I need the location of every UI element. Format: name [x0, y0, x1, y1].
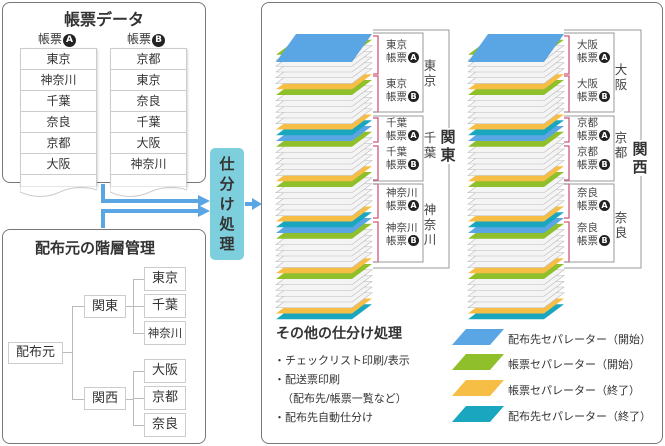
city-label-vertical: 神奈川 [423, 202, 437, 247]
hierarchy-title: 配布元の階層管理 [35, 239, 156, 257]
city-label-vertical: 千葉 [423, 130, 437, 160]
badge-b-icon: B [408, 91, 419, 102]
tree-node-city: 東京 [144, 267, 186, 291]
form-b-document: 京都 東京 奈良 千葉 大阪 神奈川 [110, 48, 187, 197]
form-a-row: 神奈川 [21, 69, 96, 90]
city-label-vertical: 大阪 [614, 62, 628, 92]
other-processing-item: （配布先/帳票一覧など） [282, 392, 407, 405]
badge-b-icon: B [599, 159, 610, 170]
region-label-vertical: 関西 [631, 140, 649, 176]
parallelogram-swatch-icon [452, 354, 504, 370]
parallelogram-swatch-icon [452, 329, 504, 345]
form-b-row: 京都 [111, 48, 186, 69]
other-processing-item: ・チェックリスト印刷/表示 [274, 354, 410, 367]
badge-b-icon: B [408, 235, 419, 246]
city-label-vertical: 東京 [423, 58, 437, 88]
region-label-vertical: 関東 [439, 128, 457, 164]
form-b-row: 奈良 [111, 90, 186, 111]
city-label-vertical: 京都 [614, 130, 628, 160]
badge-b-icon: B [152, 34, 166, 47]
badge-a-icon: A [599, 130, 610, 141]
other-processing-item: ・配送票印刷 [274, 373, 340, 386]
badge-a-icon: A [408, 130, 419, 141]
tree-node-city: 大阪 [144, 359, 186, 383]
parallelogram-swatch-icon [452, 380, 504, 396]
badge-a-icon: A [408, 52, 419, 63]
form-a-row: 東京 [21, 48, 96, 69]
form-b-row: 東京 [111, 69, 186, 90]
badge-b-icon: B [408, 159, 419, 170]
form-a-document: 東京 神奈川 千葉 奈良 京都 大阪 [20, 48, 97, 197]
other-processing-item: ・配布先自動仕分け [274, 411, 373, 424]
tree-node-city: 奈良 [144, 413, 186, 437]
badge-b-icon: B [599, 235, 610, 246]
tree-node-region: 関西 [84, 387, 126, 410]
form-b-row: 神奈川 [111, 153, 186, 174]
form-a-row: 大阪 [21, 153, 96, 174]
wave-edge-icon [20, 186, 97, 197]
badge-a-icon: A [408, 200, 419, 211]
tree-node-region: 関東 [84, 295, 126, 318]
badge-a-icon: A [63, 34, 77, 47]
form-a-row: 千葉 [21, 90, 96, 111]
form-b-row: 大阪 [111, 132, 186, 153]
badge-a-icon: A [599, 200, 610, 211]
parallelogram-swatch-icon [452, 406, 504, 422]
form-a-row: 京都 [21, 132, 96, 153]
city-label-vertical: 奈良 [614, 210, 628, 240]
badge-a-icon: A [599, 52, 610, 63]
other-processing-title: その他の仕分け処理 [276, 326, 402, 342]
form-b-row: 千葉 [111, 111, 186, 132]
tree-node-city: 神奈川 [144, 321, 186, 345]
form-data-title: 帳票データ [64, 10, 145, 29]
tree-node-city: 千葉 [144, 294, 186, 318]
form-a-row: 奈良 [21, 111, 96, 132]
tree-node-root: 配布元 [8, 342, 63, 364]
sorting-process-box: 仕 分 け 処 理 [210, 148, 244, 260]
badge-b-icon: B [599, 91, 610, 102]
tree-node-city: 京都 [144, 386, 186, 410]
